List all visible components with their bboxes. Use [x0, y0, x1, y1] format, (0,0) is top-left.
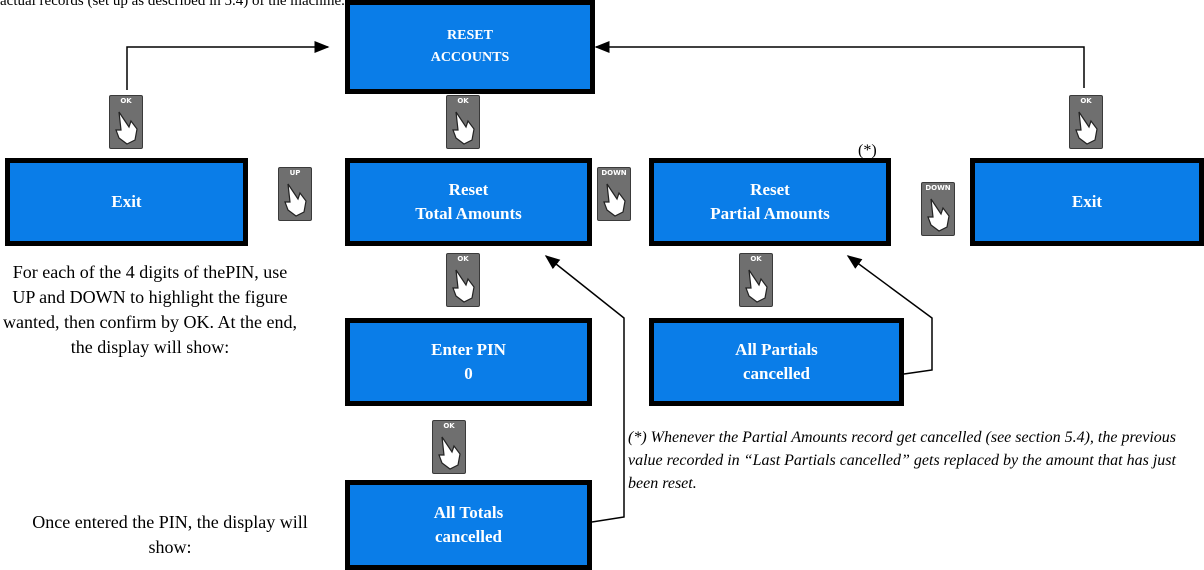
screen-all-totals-cancelled: All Totals cancelled: [345, 480, 592, 570]
screen-line-2: ACCOUNTS: [430, 50, 510, 65]
screen-all-partials-cancelled: All Partials cancelled: [649, 318, 904, 406]
key-label: DOWN: [925, 184, 951, 192]
pointing-hand-icon: [115, 111, 138, 145]
screen-line-1: All Totals: [433, 503, 504, 522]
screen-enter-pin: Enter PIN 0: [345, 318, 592, 406]
screen-line-1: Reset: [750, 180, 790, 199]
screen-line-1: Exit: [111, 192, 142, 211]
footnote-text: (*) Whenever the Partial Amounts record …: [628, 429, 1176, 492]
screen-exit-left: Exit: [5, 158, 248, 246]
screen-line-1: Reset: [448, 180, 489, 199]
screen-line-1: Enter PIN: [431, 340, 506, 359]
up-key-icon: UP: [278, 167, 312, 221]
down-key-icon: DOWN: [921, 182, 955, 236]
key-label: UP: [289, 169, 301, 177]
cut-off-top-text: actual records (set up as described in 5…: [0, 0, 345, 8]
pin-entered-text: Once entered the PIN, the display will s…: [32, 512, 308, 557]
screen-line-1: RESET: [447, 28, 493, 43]
pointing-hand-icon: [745, 269, 768, 303]
pointing-hand-icon: [603, 183, 626, 217]
key-label: OK: [1080, 97, 1092, 105]
ok-key-icon: OK: [446, 253, 480, 307]
pointing-hand-icon: [452, 111, 475, 145]
ok-key-icon: OK: [446, 95, 480, 149]
screen-line-2: Partial Amounts: [710, 204, 830, 223]
screen-line-1: All Partials: [735, 340, 818, 359]
pointing-hand-icon: [438, 436, 461, 470]
arrow-partials-to-reset-partial: [846, 255, 933, 375]
key-label: OK: [443, 422, 455, 430]
screen-exit-right: Exit: [970, 158, 1204, 246]
screen-line-2: Total Amounts: [415, 204, 522, 223]
screen-line-2: cancelled: [434, 527, 503, 546]
screen-line-2: cancelled: [742, 364, 811, 383]
down-key-icon: DOWN: [597, 167, 631, 221]
asterisk-marker: (*): [858, 142, 877, 159]
pin-instructions-text: For each of the 4 digits of thePIN, use …: [3, 262, 297, 357]
screen-reset-accounts: RESET ACCOUNTS: [345, 0, 595, 94]
key-label: OK: [750, 255, 762, 263]
pointing-hand-icon: [284, 183, 307, 217]
pointing-hand-icon: [452, 269, 475, 303]
arrow-exit-left-to-reset: [126, 41, 330, 90]
key-label: OK: [120, 97, 132, 105]
screen-reset-partial-amounts: Reset Partial Amounts: [649, 158, 891, 246]
ok-key-icon: OK: [432, 420, 466, 474]
pointing-hand-icon: [1075, 111, 1098, 145]
screen-reset-total-amounts: Reset Total Amounts: [345, 158, 592, 246]
arrow-exit-right-to-reset: [594, 41, 1085, 88]
ok-key-icon: OK: [1069, 95, 1103, 149]
arrow-totals-to-reset-total: [544, 255, 625, 523]
key-label: DOWN: [601, 169, 627, 177]
ok-key-icon: OK: [739, 253, 773, 307]
key-label: OK: [457, 255, 469, 263]
screen-line-1: Exit: [1071, 192, 1103, 211]
ok-key-icon: OK: [109, 95, 143, 149]
screen-line-2: 0: [464, 364, 473, 383]
key-label: OK: [457, 97, 469, 105]
pointing-hand-icon: [927, 198, 950, 232]
